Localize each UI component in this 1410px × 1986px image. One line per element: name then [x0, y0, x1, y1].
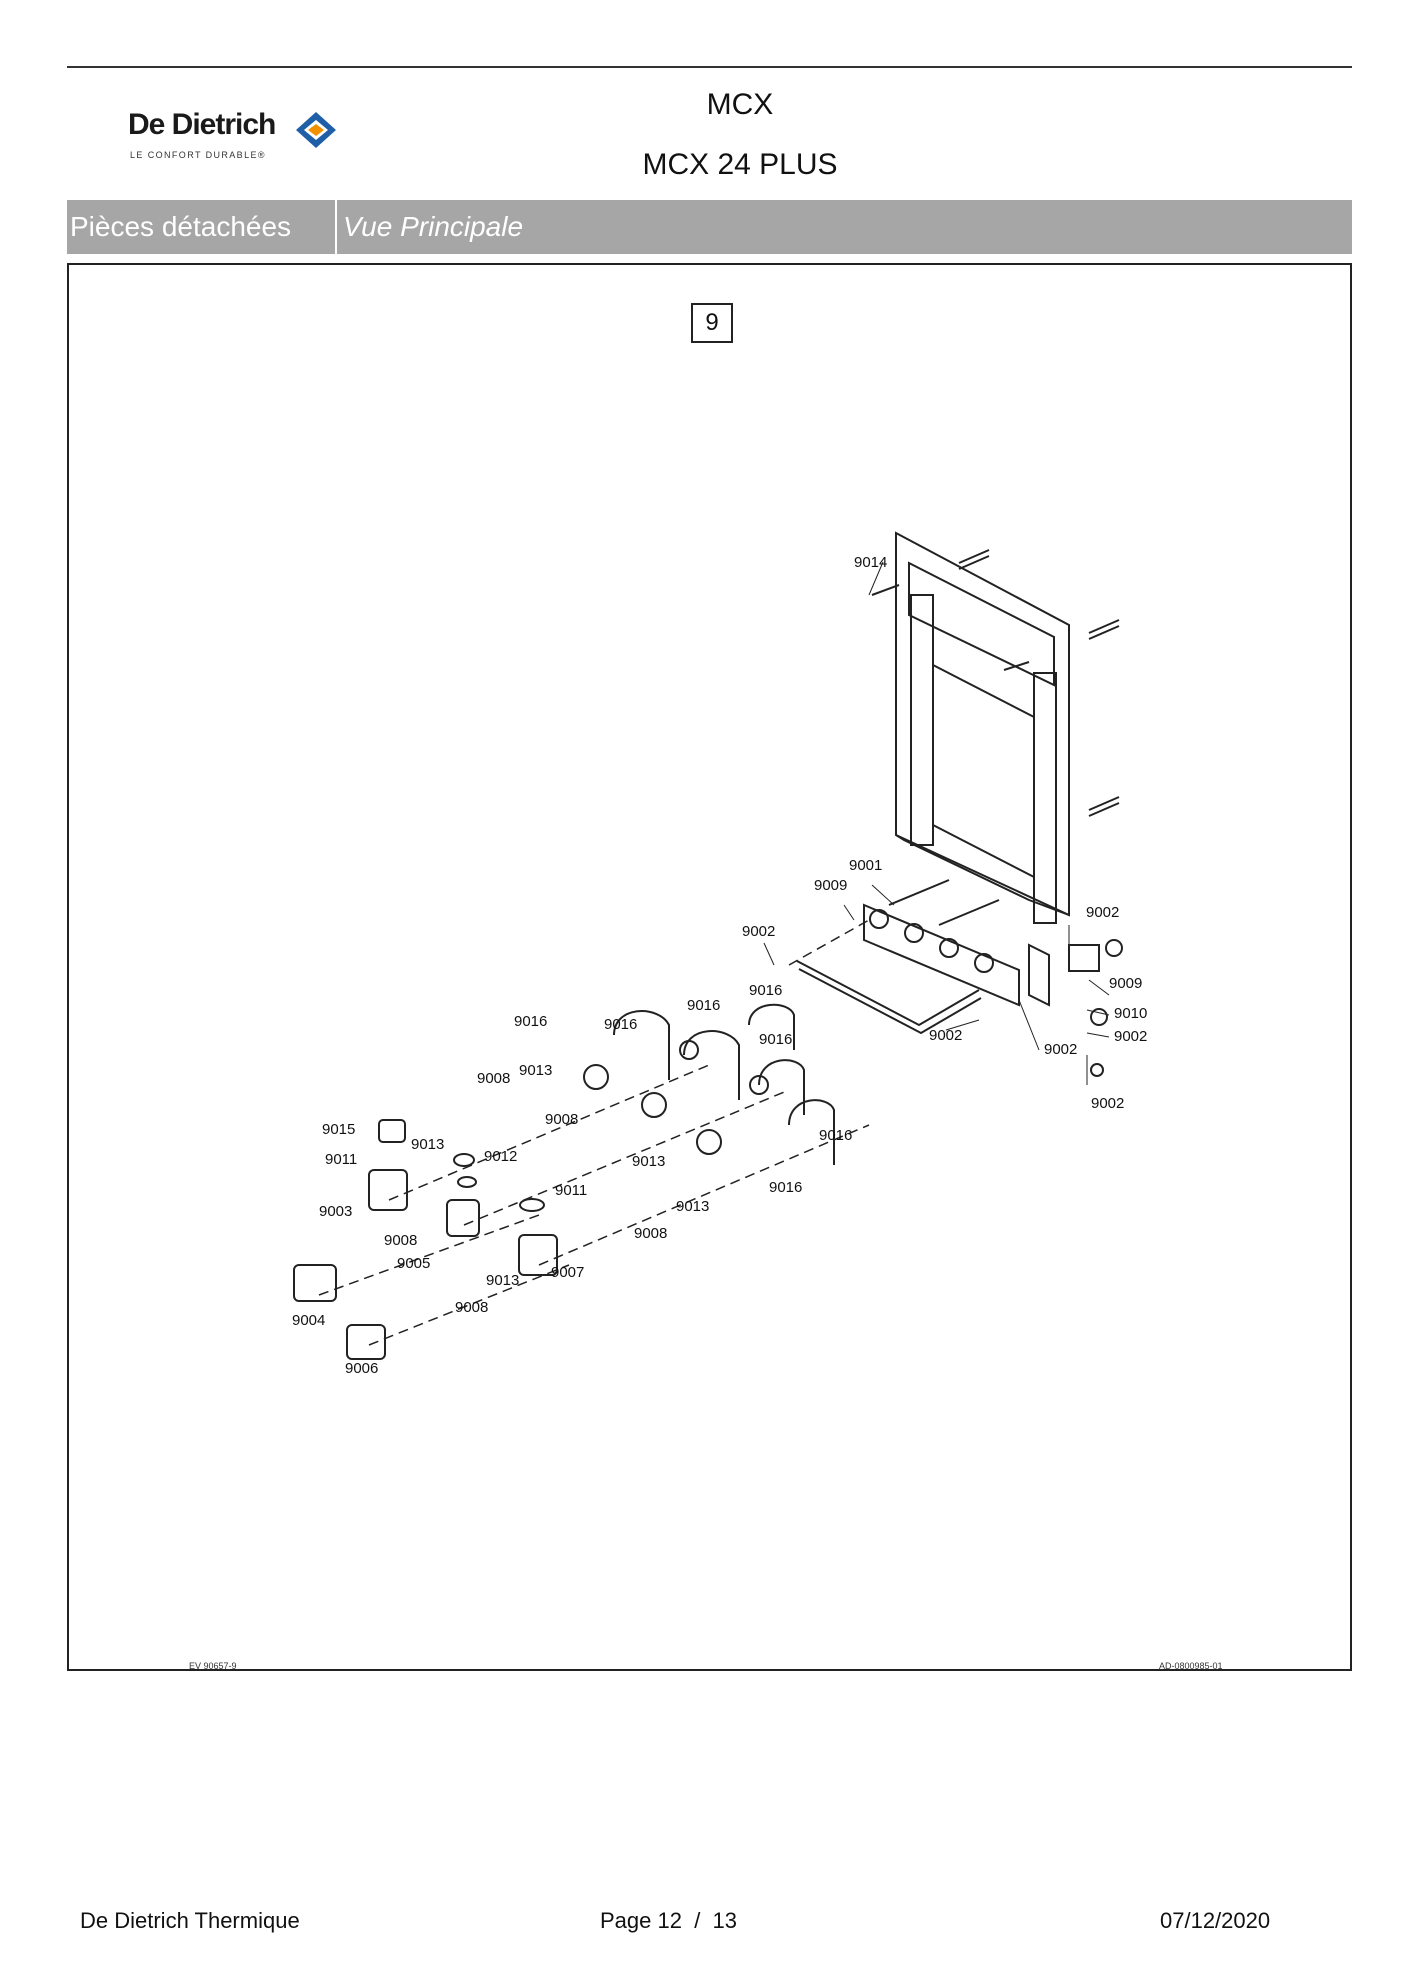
part-label: 9002: [1114, 1028, 1147, 1045]
footer-company: De Dietrich Thermique: [80, 1908, 300, 1933]
footer-date: 07/12/2020: [1160, 1908, 1271, 1933]
part-label: 9016: [819, 1127, 852, 1144]
product-model-title: MCX 24 PLUS: [642, 148, 838, 181]
part-label: 9002: [742, 923, 775, 940]
part-label: 9013: [676, 1198, 709, 1215]
part-label: 9009: [814, 877, 847, 894]
logo-name: De Dietrich: [128, 108, 276, 141]
part-label: 9011: [325, 1151, 357, 1168]
part-label: 9015: [322, 1121, 355, 1138]
leader-lines: [763, 561, 1110, 1085]
brand-logo: De Dietrich LE CONFORT DURABLE®: [128, 108, 348, 168]
assembly-lines: [318, 919, 870, 1346]
part-label: 9003: [319, 1203, 352, 1220]
part-label: 9006: [345, 1360, 378, 1377]
part-label: 9016: [687, 997, 720, 1014]
bent-pipes: [613, 1003, 835, 1165]
part-label: 9009: [1109, 975, 1142, 992]
right-valve: [1068, 939, 1123, 1077]
left-valves: [293, 1119, 558, 1360]
part-label: 9005: [397, 1255, 430, 1272]
part-label: 9011: [555, 1182, 587, 1199]
part-label: 9013: [486, 1272, 519, 1289]
footer-page-number: Page 12 / 13: [600, 1908, 737, 1933]
exploded-parts-diagram: 9014 9001 9009 9002 9002 9009 9010 9002 …: [292, 531, 1147, 1377]
pipe-nuts: [583, 1040, 769, 1155]
part-label: 9016: [769, 1179, 802, 1196]
logo-tagline: LE CONFORT DURABLE®: [130, 150, 266, 160]
exploded-view-frame: 9: [67, 263, 1352, 1671]
drawing-ref-left: EV 90657-9: [189, 1661, 237, 1671]
part-label: 9014: [854, 554, 887, 571]
header-rule: [67, 66, 1352, 68]
manifold-bar: [863, 879, 1020, 1007]
part-label: 9013: [632, 1153, 665, 1170]
part-label: 9008: [455, 1299, 488, 1316]
part-label: 9016: [759, 1031, 792, 1048]
part-label: 9016: [514, 1013, 547, 1030]
part-label: 9016: [604, 1016, 637, 1033]
part-label: 9002: [1091, 1095, 1124, 1112]
part-label: 9008: [384, 1232, 417, 1249]
bracket: [1028, 943, 1050, 1007]
section-bar: Pièces détachées Vue Principale: [67, 200, 1352, 254]
view-number-box: 9: [691, 303, 733, 343]
diamond-logo-icon: [296, 112, 336, 148]
part-label: 9010: [1114, 1005, 1147, 1022]
view-name: Vue Principale: [343, 211, 524, 242]
part-label: 9013: [411, 1136, 444, 1153]
drawing-ref-right: AD-0800985-01: [1159, 1661, 1223, 1671]
frame-bolts: [871, 549, 1120, 817]
part-label: 9007: [551, 1264, 584, 1281]
part-label: 9012: [484, 1148, 517, 1165]
part-number-labels: 9014 9001 9009 9002 9002 9009 9010 9002 …: [292, 554, 1147, 1377]
part-label: 9004: [292, 1312, 325, 1329]
part-label: 9008: [477, 1070, 510, 1087]
part-label: 9002: [1086, 904, 1119, 921]
part-label: 9016: [749, 982, 782, 999]
part-label: 9013: [519, 1062, 552, 1079]
product-family-title: MCX: [706, 88, 774, 121]
part-label: 9002: [929, 1027, 962, 1044]
part-label: 9001: [849, 857, 882, 874]
part-label: 9008: [634, 1225, 667, 1242]
bypass-pipe: [796, 960, 982, 1035]
part-label: 9008: [545, 1111, 578, 1128]
section-label: Pièces détachées: [67, 200, 337, 254]
mounting-frame: [895, 531, 1070, 924]
part-label: 9002: [1044, 1041, 1077, 1058]
